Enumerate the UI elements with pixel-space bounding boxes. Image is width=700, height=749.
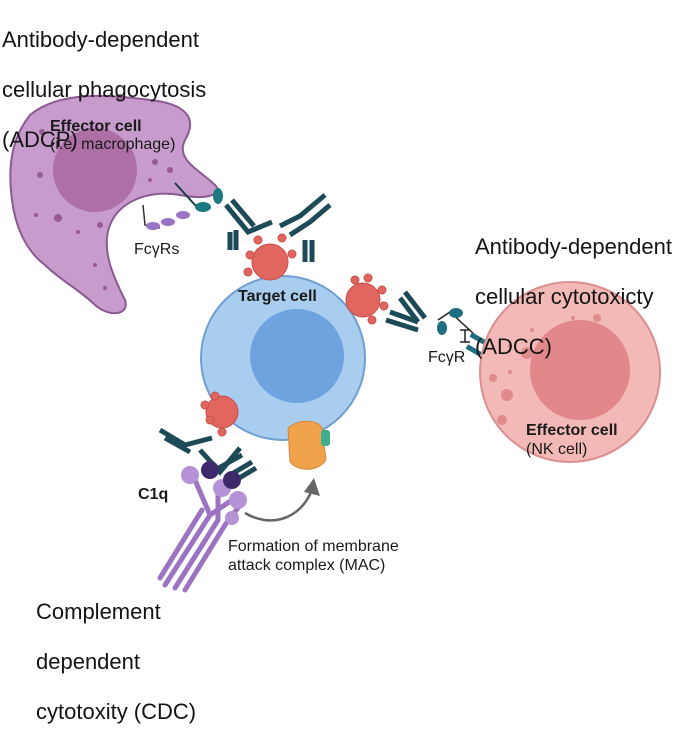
macrophage-granules [34, 94, 173, 290]
immune-mechanisms-diagram [9, 94, 661, 593]
adcc-title-line1: Antibody-dependent [475, 234, 672, 259]
antigen-bottom-left [200, 391, 239, 437]
nk-cell-sublabel: (NK cell) [526, 441, 588, 458]
antigen-right [345, 273, 389, 325]
antigens [200, 233, 389, 437]
adcp-title-line3: (ADCP) [2, 127, 78, 152]
cdc-title-line3: cytotoxity (CDC) [36, 699, 197, 724]
macrophage-label: Effector cell [50, 118, 142, 135]
nk-granules [489, 314, 601, 425]
fcgrs-label: FcγRs [134, 241, 180, 258]
target-cell-nucleus [250, 309, 344, 403]
c1q-complex [157, 461, 247, 593]
adcp-title: Antibody-dependent cellular phagocytosis… [2, 2, 206, 177]
macrophage-fcgr-teal [174, 182, 223, 212]
mac-formation-arrow [244, 478, 320, 522]
mac-complex [287, 420, 330, 470]
macrophage-nucleus [53, 128, 137, 212]
adcp-title-line1: Antibody-dependent [2, 27, 199, 52]
macrophage-sublabel: (i.e. macrophage) [50, 136, 176, 153]
target-cell-label: Target cell [238, 288, 317, 305]
macrophage-cell [9, 94, 219, 315]
mac-caption-line2: attack complex (MAC) [228, 557, 386, 574]
mac-caption: Formation of membrane attack complex (MA… [228, 537, 399, 575]
fcgr-label: FcγR [428, 349, 466, 366]
adcc-title: Antibody-dependent cellular cytotoxicty … [475, 209, 672, 384]
mac-caption-line1: Formation of membrane [228, 538, 399, 555]
macrophage-fcgr-purple [142, 204, 190, 230]
adcp-title-line2: cellular phagocytosis [2, 77, 207, 102]
adcc-title-line2: cellular cytotoxicty [475, 284, 654, 309]
antibodies [158, 193, 427, 483]
nk-cell [479, 281, 661, 463]
adcc-title-line3: (ADCC) [475, 334, 552, 359]
antigen-top [243, 233, 297, 281]
nk-cell-nucleus [530, 320, 630, 420]
antibody-1 [224, 198, 273, 250]
cdc-title-line1: Complement [36, 599, 161, 624]
c1q-label: C1q [138, 486, 169, 503]
nk-cell-label: Effector cell [526, 422, 618, 439]
antibody-3 [385, 290, 427, 333]
antibody-2 [278, 193, 332, 262]
nk-fcgr [437, 308, 486, 357]
target-cell [200, 275, 366, 441]
